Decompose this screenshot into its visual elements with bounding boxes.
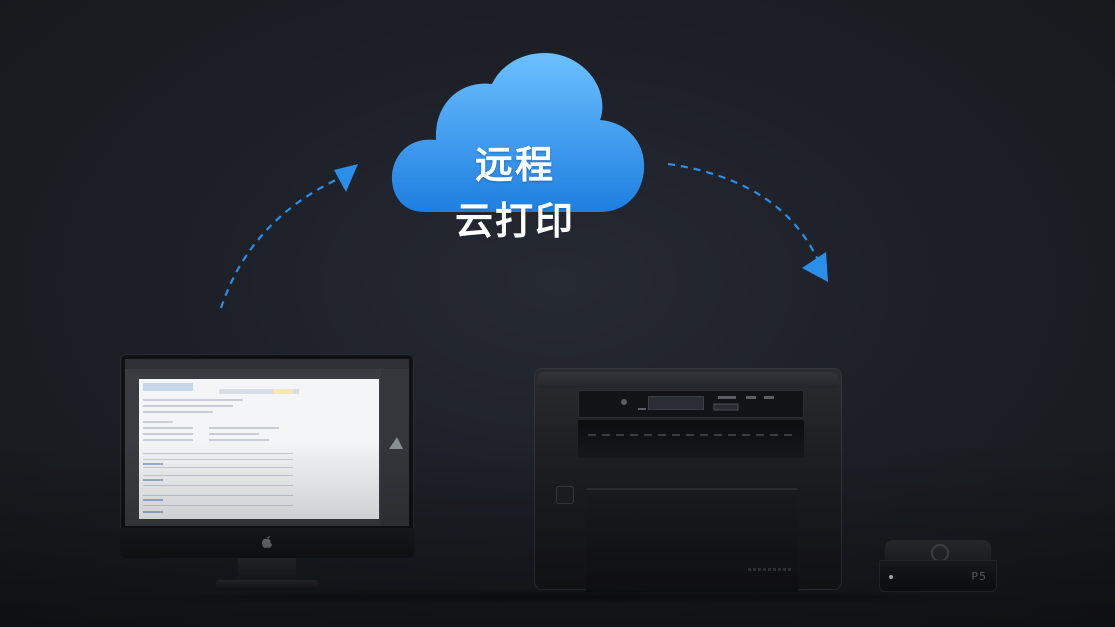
printer-paper-tray bbox=[586, 488, 798, 592]
cloud-title-line1: 远程 bbox=[474, 143, 555, 187]
laser-printer-icon bbox=[534, 368, 844, 592]
apple-icon bbox=[262, 536, 272, 548]
cloud: 远程 云打印 bbox=[380, 40, 650, 243]
download-arc bbox=[667, 162, 819, 261]
download-arrowhead-icon bbox=[802, 252, 828, 282]
document-lines bbox=[143, 383, 299, 513]
imac-pro-icon bbox=[120, 354, 414, 592]
upload-arrowhead-icon bbox=[334, 164, 358, 192]
cloud-print-box-icon: P5 bbox=[879, 540, 997, 592]
printer-slot-rail bbox=[588, 434, 794, 436]
screen-toolbar bbox=[125, 359, 409, 369]
floor-shadow bbox=[90, 588, 1030, 606]
power-button-icon bbox=[556, 486, 574, 504]
printer-output-slot bbox=[578, 420, 804, 458]
printer-body bbox=[534, 368, 842, 592]
monitor-screen bbox=[125, 359, 409, 526]
printer-lid bbox=[538, 372, 838, 388]
monitor-bezel bbox=[120, 354, 414, 558]
box-badge: P5 bbox=[971, 570, 987, 583]
box-front: P5 bbox=[879, 560, 997, 592]
screen-document bbox=[139, 379, 379, 519]
box-top bbox=[885, 540, 991, 562]
cloud-title-line2: 云打印 bbox=[454, 199, 575, 243]
printer-model-label bbox=[748, 568, 792, 571]
monitor-foot bbox=[216, 580, 318, 590]
screen-sidebar bbox=[381, 369, 409, 526]
box-led-icon bbox=[889, 575, 893, 579]
cloud-icon bbox=[391, 53, 645, 213]
upload-arc bbox=[219, 177, 341, 309]
printer-control-panel bbox=[578, 390, 804, 418]
monitor-stand bbox=[238, 558, 296, 582]
printer-display bbox=[648, 396, 704, 410]
